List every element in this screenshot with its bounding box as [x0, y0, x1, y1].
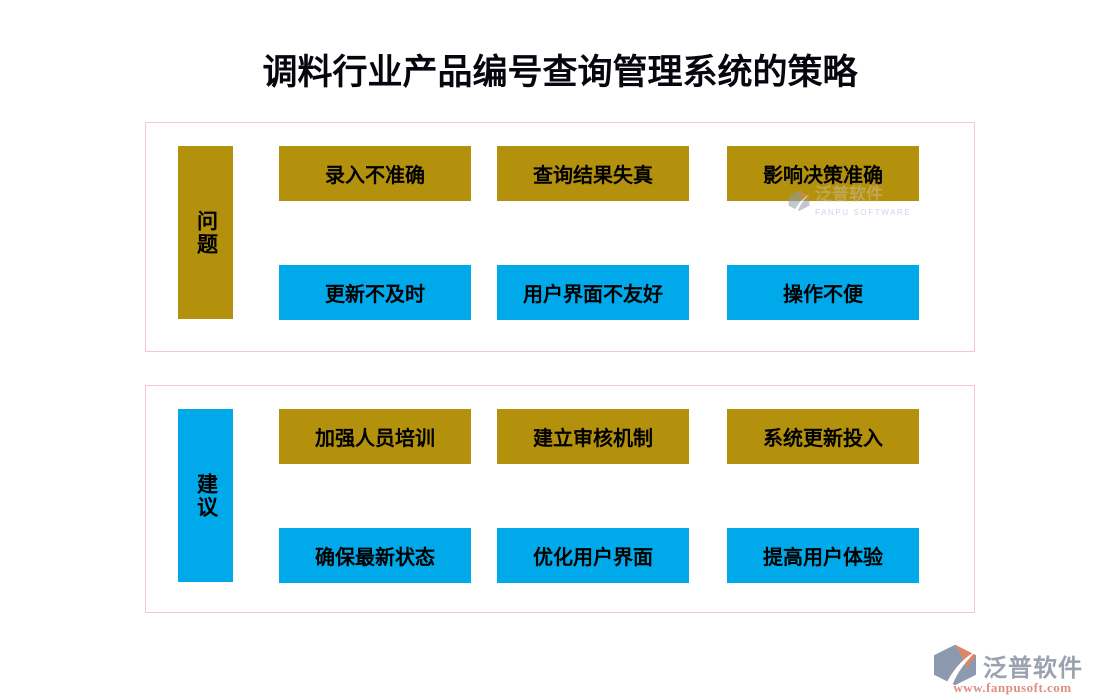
fanpu-logo-url: www.fanpusoft.com [953, 680, 1072, 695]
problem-box: 用户界面不友好 [497, 265, 689, 320]
problem-box: 录入不准确 [279, 146, 471, 201]
problem-box: 操作不便 [727, 265, 919, 320]
fanpu-logo: 泛普软件 www.fanpusoft.com [930, 644, 1095, 696]
watermark-subtitle-text: FANPU SOFTWARE [815, 207, 912, 217]
suggestion-box: 确保最新状态 [279, 528, 471, 583]
suggestion-box: 建立审核机制 [497, 409, 689, 464]
page-title: 调料行业产品编号查询管理系统的策略 [262, 53, 858, 92]
fanpu-logo-row: 泛普软件 [930, 644, 1095, 686]
fanpu-watermark: 泛普软件 FANPU SOFTWARE [787, 183, 919, 227]
suggestion-box: 优化用户界面 [497, 528, 689, 583]
fanpu-swoosh-icon [934, 644, 976, 686]
suggestion-box: 系统更新投入 [727, 409, 919, 464]
problem-box: 影响决策准确 [727, 146, 919, 201]
problem-box: 查询结果失真 [497, 146, 689, 201]
problems-label: 问题 [178, 146, 233, 319]
suggestions-label: 建议 [178, 409, 233, 582]
problem-box: 更新不及时 [279, 265, 471, 320]
fanpu-swoosh-icon [788, 191, 810, 211]
suggestions-panel: 建议 加强人员培训 建立审核机制 系统更新投入 确保最新状态 优化用户界面 提高… [145, 385, 975, 613]
watermark-text-block: 泛普软件 FANPU SOFTWARE [815, 183, 912, 217]
fanpu-logo-text: 泛普软件 [983, 654, 1083, 682]
suggestion-box: 提高用户体验 [727, 528, 919, 583]
problems-panel: 问题 录入不准确 查询结果失真 影响决策准确 更新不及时 用户界面不友好 操作不… [145, 122, 975, 352]
suggestion-box: 加强人员培训 [279, 409, 471, 464]
watermark-brand-text: 泛普软件 [815, 185, 883, 204]
